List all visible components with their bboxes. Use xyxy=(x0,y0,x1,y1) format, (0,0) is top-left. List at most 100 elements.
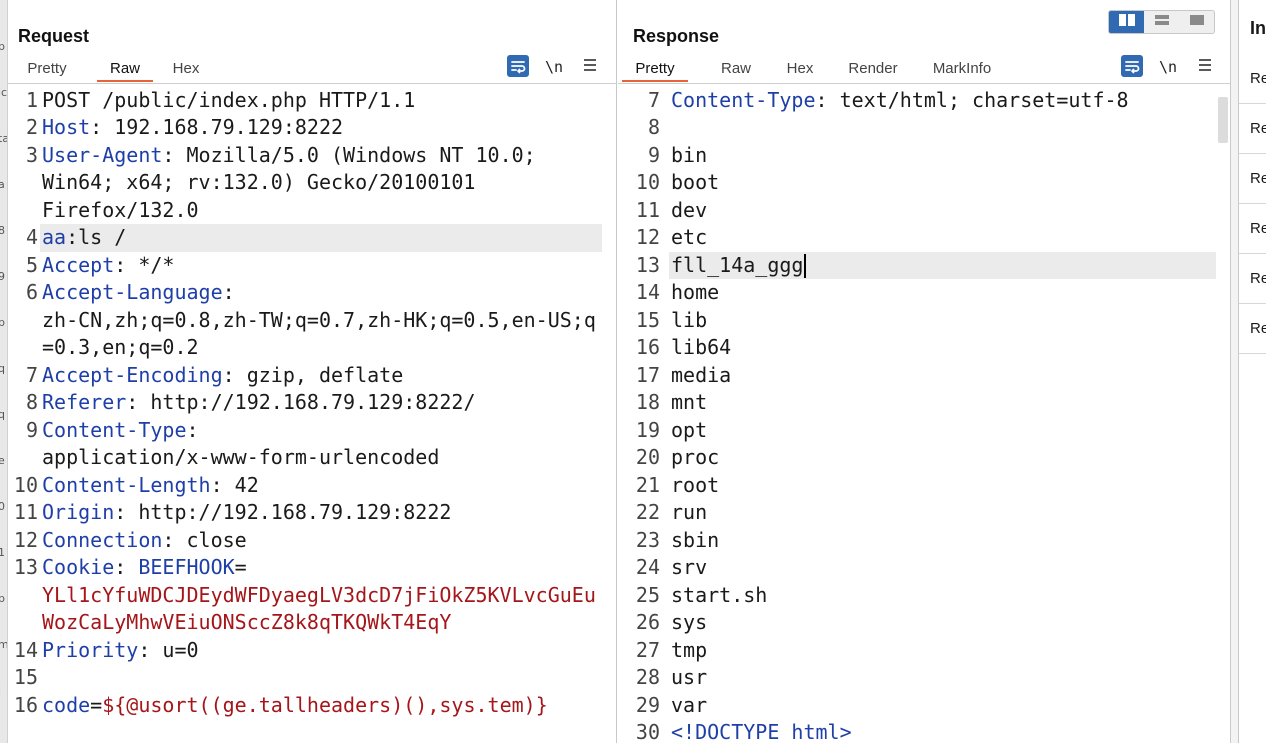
request-tabs: Pretty Raw Hex xyxy=(8,56,206,82)
inspector-row[interactable]: Re xyxy=(1239,154,1266,204)
line-number: 29 xyxy=(635,692,660,717)
layout-option-single-pane[interactable] xyxy=(1179,11,1214,33)
request-code-line[interactable]: application/x-www-form-urlencoded xyxy=(8,444,616,472)
request-code-line[interactable]: 15 xyxy=(8,664,616,692)
request-newline-toggle[interactable]: \n xyxy=(544,58,564,76)
line-number: 2 xyxy=(25,115,38,139)
inspector-row[interactable]: Re xyxy=(1239,304,1266,354)
line-content: opt xyxy=(671,417,707,445)
line-content: lib xyxy=(671,307,707,335)
line-content: Accept-Encoding: gzip, deflate xyxy=(42,362,403,390)
response-tab-raw[interactable]: Raw xyxy=(720,60,751,77)
request-tab-pretty[interactable]: Pretty xyxy=(27,60,67,77)
text-token: sbin xyxy=(671,527,720,552)
line-content: <!DOCTYPE html> xyxy=(671,719,852,743)
response-scrollbar-thumb[interactable] xyxy=(1218,97,1228,143)
response-newline-toggle[interactable]: \n xyxy=(1158,58,1178,76)
text-token: dev xyxy=(671,197,708,222)
pane-splitter[interactable] xyxy=(1231,0,1238,743)
text-token: :ls / xyxy=(66,225,127,249)
inspector-row[interactable]: Re xyxy=(1239,204,1266,254)
background-glyph: 9 xyxy=(0,270,5,283)
header-name: Content-Length xyxy=(42,472,211,497)
response-tab-pretty[interactable]: Pretty xyxy=(622,56,688,82)
request-code-line[interactable]: =0.3,en;q=0.2 xyxy=(8,334,616,362)
response-menu-button[interactable] xyxy=(1196,55,1214,79)
response-tab-render[interactable]: Render xyxy=(848,60,898,77)
request-code-line[interactable]: Firefox/132.0 xyxy=(8,197,616,225)
header-name: Connection xyxy=(42,527,163,552)
request-code-line[interactable]: WozCaLyMhwVEiuONSccZ8k8qTKQWkT4EqY xyxy=(8,609,616,637)
text-token: application/x-www-form-urlencoded xyxy=(42,445,440,469)
line-number: 12 xyxy=(635,225,660,249)
layout-option-split-vertical[interactable] xyxy=(1144,11,1179,33)
text-token: = xyxy=(234,555,247,579)
request-code-line[interactable]: zh-CN,zh;q=0.8,zh-TW;q=0.7,zh-HK;q=0.5,e… xyxy=(8,307,616,335)
background-glyph: q xyxy=(0,408,5,421)
response-tab-markinfo[interactable]: MarkInfo xyxy=(932,60,992,77)
request-code-line[interactable]: Win64; x64; rv:132.0) Gecko/20100101 xyxy=(8,169,616,197)
background-glyph: 8 xyxy=(0,224,5,237)
response-tab-hex[interactable]: Hex xyxy=(786,60,814,77)
request-menu-button[interactable] xyxy=(581,55,599,79)
line-content: YLl1cYfuWDCJDEydWFDyaegLV3dcD7jFiOkZ5KVL… xyxy=(42,582,596,610)
background-glyph: q xyxy=(0,362,5,375)
inspector-row[interactable]: Re xyxy=(1239,254,1266,304)
line-content: run xyxy=(671,499,707,527)
response-wrap-lines-button[interactable] xyxy=(1121,55,1143,77)
response-code-line[interactable]: 30<!DOCTYPE html> xyxy=(618,719,1230,743)
header-name: Priority xyxy=(42,637,139,662)
response-code-line[interactable]: 10 boot xyxy=(618,169,1230,197)
response-code-line[interactable]: 8 xyxy=(618,114,1230,142)
inspector-row[interactable]: Re xyxy=(1239,54,1266,104)
request-code-line[interactable]: YLl1cYfuWDCJDEydWFDyaegLV3dcD7jFiOkZ5KVL… xyxy=(8,582,616,610)
text-token: tmp xyxy=(671,637,708,662)
text-token: <!DOCTYPE html> xyxy=(671,720,852,743)
request-tab-hex[interactable]: Hex xyxy=(172,60,200,77)
request-tab-raw[interactable]: Raw xyxy=(97,56,153,82)
request-wrap-lines-button[interactable] xyxy=(507,55,529,77)
line-number: 10 xyxy=(635,170,660,194)
text-token: boot xyxy=(671,170,720,194)
inspector-row[interactable]: Re xyxy=(1239,104,1266,154)
layout-option-split-horizontal[interactable] xyxy=(1109,11,1144,33)
